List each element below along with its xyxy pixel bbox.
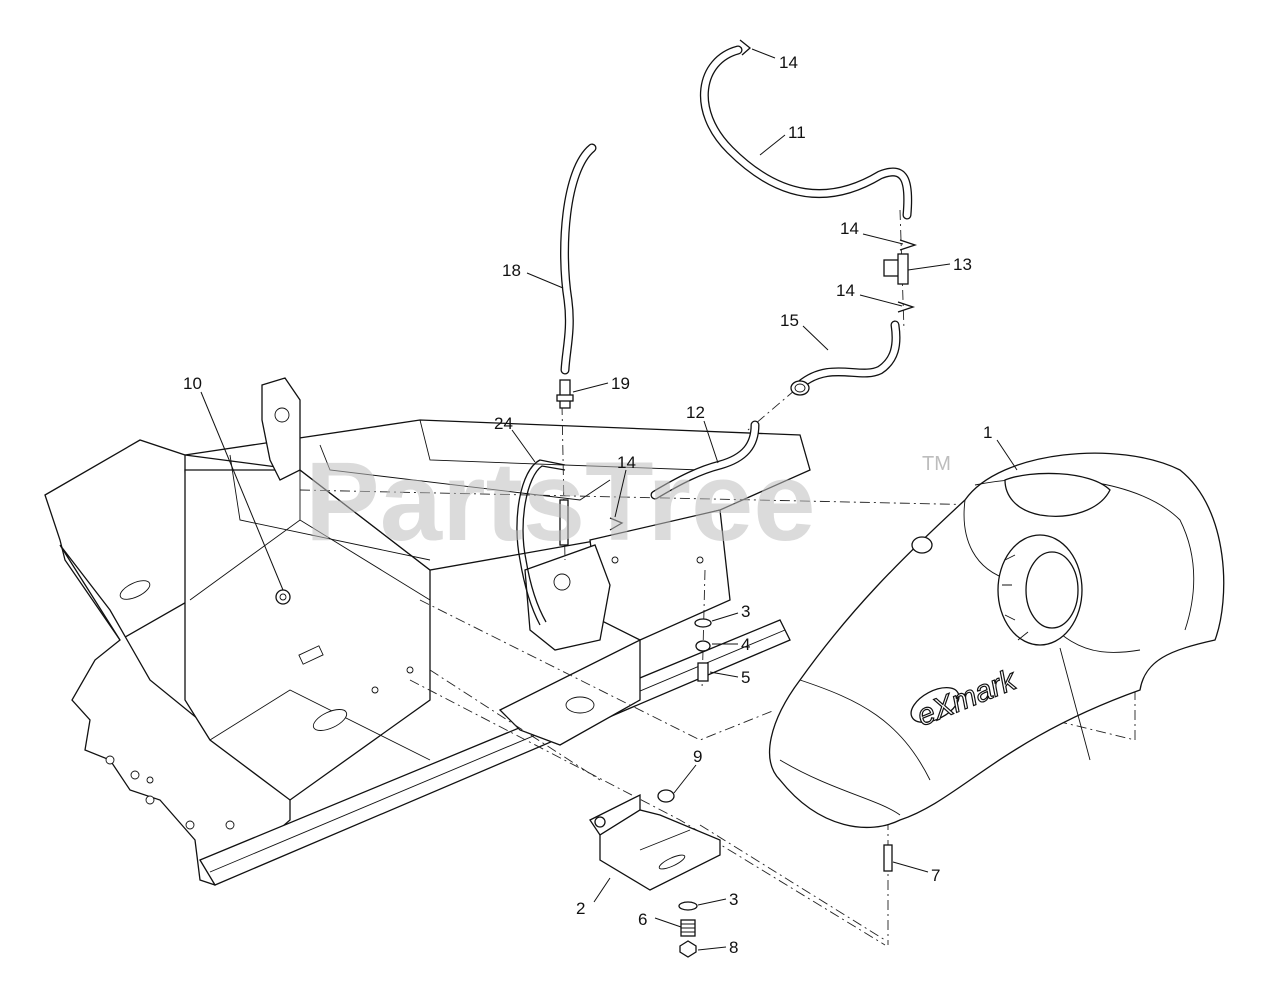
fuel-hoses [516,45,913,626]
callout-label: 3 [729,890,738,909]
callout-label: 1 [983,423,992,442]
callout-label: 9 [693,747,702,766]
callout-label: 15 [780,311,799,330]
callout-label: 24 [494,414,513,433]
callout-label: 13 [953,255,972,274]
callout-label: 14 [840,219,859,238]
callout-label: 10 [183,374,202,393]
callout-label: 11 [788,123,806,142]
callout-label: 6 [638,910,647,929]
trademark-mark: TM [922,453,951,475]
callout-label: 2 [576,899,585,918]
chassis-frame [44,377,811,886]
fittings-clamps [556,39,918,958]
callout-label: 7 [931,866,940,885]
watermark-text: PartsTree [305,439,816,564]
fuel-tank: eXmark [768,452,1225,829]
callout-label: 8 [729,938,738,957]
callouts: 14 11 14 13 14 15 18 19 10 24 12 14 1 3 … [183,48,1018,957]
callout-label: 14 [836,281,855,300]
callout-label: 18 [502,261,521,280]
callout-label: 12 [686,403,705,422]
assembly-centerlines [299,209,1136,946]
callout-label: 14 [617,453,636,472]
callout-label: 3 [741,602,750,621]
watermark: PartsTree TM [305,439,951,564]
tank-bracket [589,793,721,891]
callout-label: 14 [779,53,798,72]
callout-label: 19 [611,374,630,393]
callout-label: 5 [741,668,750,687]
callout-label: 4 [741,635,750,654]
